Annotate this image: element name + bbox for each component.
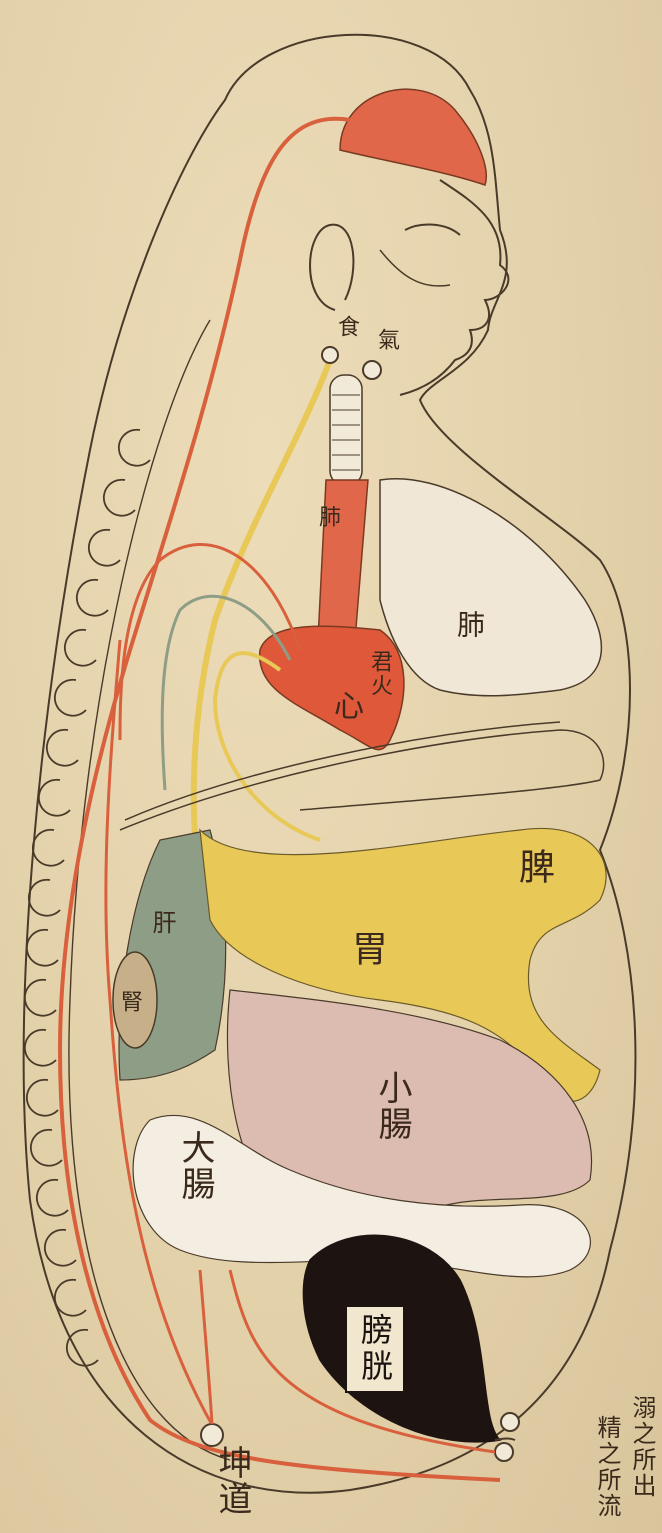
label-pang-guang: 膀胱 bbox=[345, 1305, 405, 1393]
label-sou-zhi-suo-chu: 溺之所出 bbox=[630, 1395, 654, 1499]
label-xin: 心 bbox=[330, 690, 360, 722]
air-orifice bbox=[363, 361, 381, 379]
gu-dao-outlet bbox=[201, 1424, 223, 1446]
brain bbox=[340, 89, 486, 185]
lung bbox=[380, 479, 601, 696]
label-jun-huo: 君火 bbox=[368, 650, 390, 698]
label-xiao-chang: 小腸 bbox=[375, 1070, 409, 1142]
eye bbox=[405, 225, 460, 235]
label-wei: 胃 bbox=[348, 930, 384, 968]
urine-outlet bbox=[501, 1413, 519, 1431]
bladder-outlet bbox=[495, 1439, 515, 1441]
label-shi: 食 bbox=[335, 315, 357, 339]
lower-vessel bbox=[200, 1270, 212, 1424]
food-orifice bbox=[322, 347, 338, 363]
heart-vessel-green bbox=[162, 596, 290, 790]
label-pi: 脾 bbox=[515, 848, 551, 886]
label-fei: 肺 bbox=[455, 610, 483, 640]
cheek-line bbox=[380, 250, 450, 286]
essence-outlet bbox=[495, 1443, 513, 1461]
label-gu-dao: 坤道 bbox=[215, 1445, 249, 1517]
label-qi: 氣 bbox=[375, 328, 397, 352]
spine-vertebrae bbox=[25, 430, 150, 1366]
face-profile bbox=[400, 180, 508, 395]
ear bbox=[310, 225, 353, 310]
label-shen: 腎 bbox=[118, 990, 140, 1014]
label-jing-zhi-suo-liu: 精之所流 bbox=[595, 1415, 619, 1519]
label-da-chang: 大腸 bbox=[178, 1130, 212, 1202]
label-gan: 肝 bbox=[150, 910, 174, 936]
label-fei-tube: 肺 bbox=[316, 505, 338, 529]
